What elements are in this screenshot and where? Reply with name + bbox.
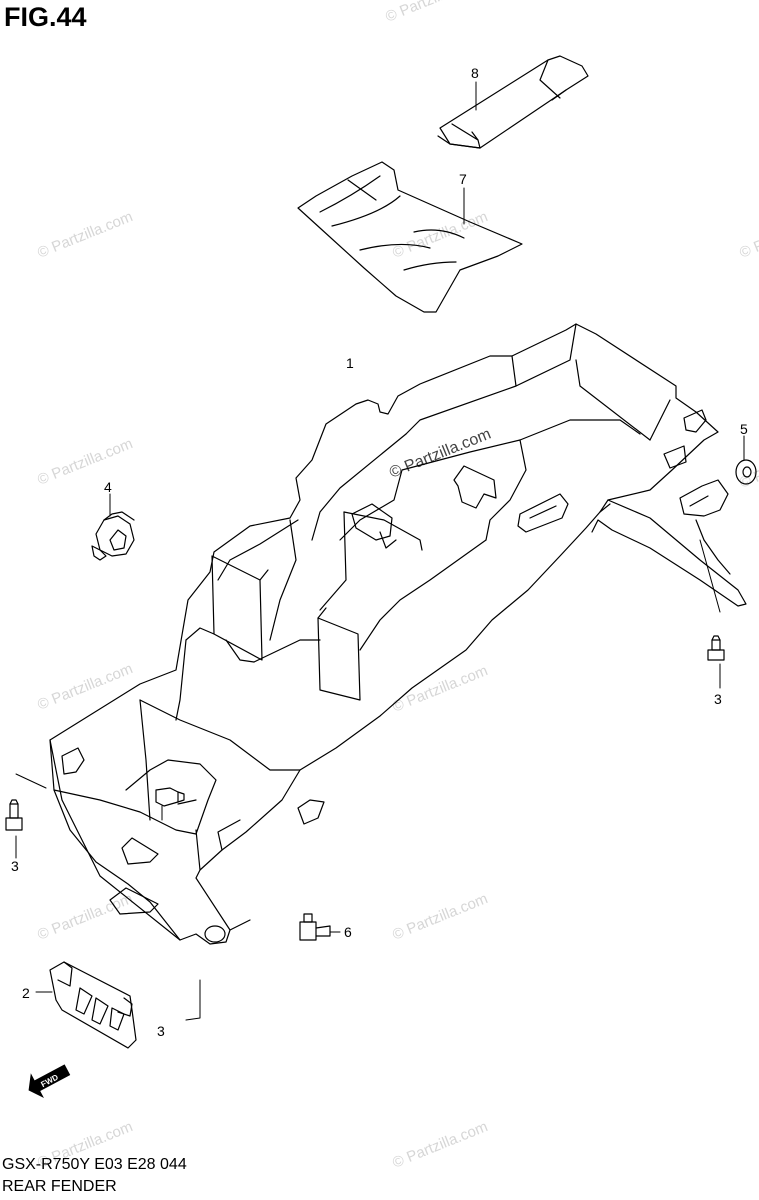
watermark: © Partzilla.com	[35, 435, 135, 489]
watermark: © Partzilla.com	[737, 208, 759, 262]
fwd-arrow-icon: FWD	[28, 1064, 71, 1099]
figure-title: FIG.44	[4, 2, 87, 32]
watermark: © Partzilla.com	[35, 890, 135, 944]
part-reflector	[49, 961, 137, 1049]
watermark-center: © Partzilla.com	[387, 426, 493, 482]
part-clamp	[91, 511, 135, 561]
watermark: © Partzilla.com	[390, 1118, 490, 1172]
callout-3-right: 3	[714, 691, 722, 707]
part-sheet	[297, 161, 523, 313]
callout-2: 2	[22, 985, 30, 1001]
watermark: © Partzilla.com	[390, 208, 490, 262]
watermark: © Partzilla.com	[35, 208, 135, 262]
part-rear-fender	[49, 323, 747, 945]
watermark: © Partzilla.com	[35, 660, 135, 714]
part-washer	[735, 459, 757, 485]
callout-3-bottom: 3	[157, 1023, 165, 1039]
watermark: © Partzilla.com	[390, 662, 490, 716]
callout-8: 8	[471, 65, 479, 81]
watermark: © Partzilla.com	[390, 890, 490, 944]
watermark-layer: © Partzilla.com © Partzilla.com © Partzi…	[35, 0, 759, 1172]
part-bolt-right	[707, 635, 725, 661]
callout-4: 4	[104, 479, 112, 495]
callout-5: 5	[740, 421, 748, 437]
section-title: REAR FENDER	[2, 1178, 117, 1195]
part-strap	[437, 55, 589, 149]
callout-layer: 1 2 3 3 3 4 5 6 7 8	[11, 65, 748, 1039]
watermark: © Partzilla.com	[383, 0, 483, 26]
part-bolt-left	[5, 799, 23, 831]
callout-1: 1	[346, 355, 354, 371]
leader-lines	[15, 81, 745, 1021]
callout-7: 7	[459, 171, 467, 187]
callout-6: 6	[344, 924, 352, 940]
part-bolt-6	[299, 913, 331, 941]
part-bolt-bottom	[155, 787, 185, 807]
callout-3-left: 3	[11, 858, 19, 874]
model-code: GSX-R750Y E03 E28 044	[2, 1156, 187, 1173]
